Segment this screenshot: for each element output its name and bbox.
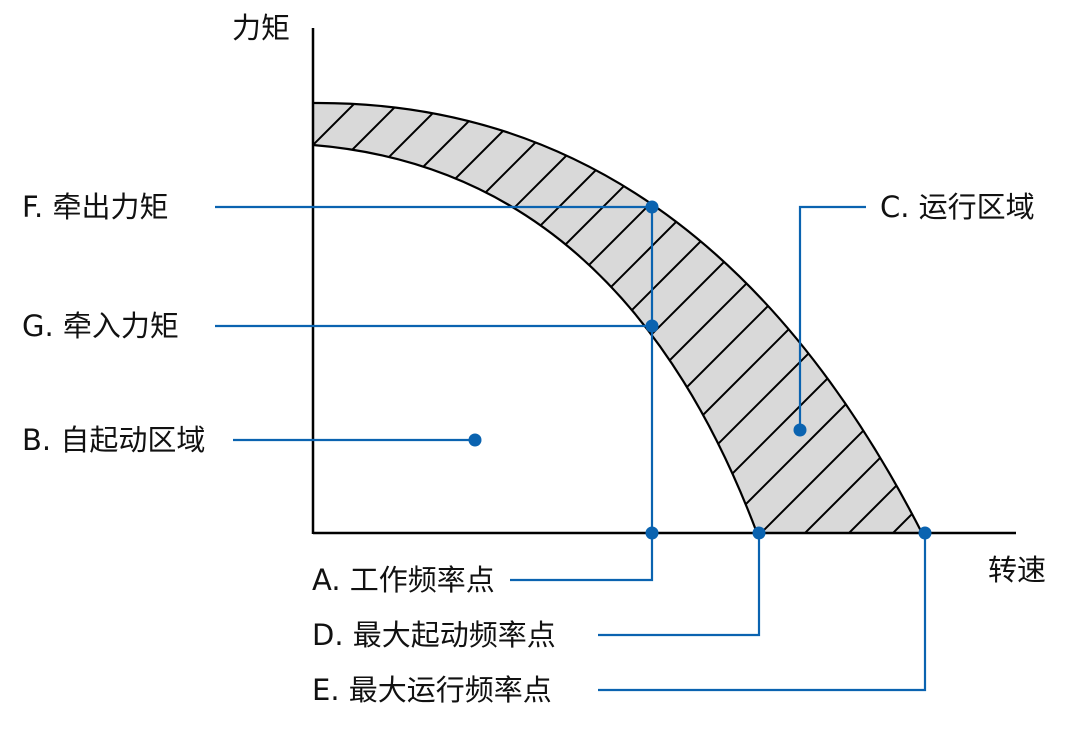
operating-band	[313, 102, 922, 533]
hatch-line	[313, 102, 379, 533]
hatch-line	[521, 102, 922, 533]
label-c-operating-region: C. 运行区域	[880, 190, 1035, 224]
pull-in-torque-curve	[312, 143, 759, 534]
hatch-line	[313, 102, 335, 533]
hatch-line	[313, 102, 687, 533]
hatch-line	[313, 102, 467, 533]
label-f-pull-out-torque: F. 牵出力矩	[22, 190, 168, 224]
hatch-line	[313, 102, 599, 533]
pull-out-torque-curve	[312, 101, 923, 534]
label-g-pull-in-torque: G. 牵入力矩	[22, 309, 179, 343]
y-axis-label: 力矩	[232, 11, 290, 45]
marker-dots	[468, 200, 932, 540]
hatch-line	[313, 102, 555, 533]
hatch-line	[477, 102, 922, 533]
operating-region-dot	[793, 423, 807, 437]
self-start-region-dot	[468, 433, 482, 447]
hatch-line	[0, 80, 290, 640]
pull-out-point-dot	[645, 200, 659, 214]
leader-d	[598, 533, 761, 637]
hatch-line	[873, 102, 922, 533]
leader-e	[598, 533, 927, 692]
label-a-working-frequency: A. 工作频率点	[312, 563, 495, 597]
working-frequency-dot	[645, 526, 659, 540]
label-e-max-run-frequency: E. 最大运行频率点	[312, 673, 552, 707]
hatch-line	[313, 102, 643, 533]
pull-in-point-dot	[645, 319, 659, 333]
max-run-frequency-dot	[918, 526, 932, 540]
label-b-self-start-region: B. 自起动区域	[22, 423, 205, 457]
hatch-line	[313, 102, 423, 533]
hatch-line	[829, 102, 922, 533]
x-axis-label: 转速	[988, 553, 1046, 587]
max-start-frequency-dot	[752, 526, 766, 540]
label-d-max-start-frequency: D. 最大起动频率点	[312, 618, 556, 652]
leader-c	[798, 205, 866, 430]
